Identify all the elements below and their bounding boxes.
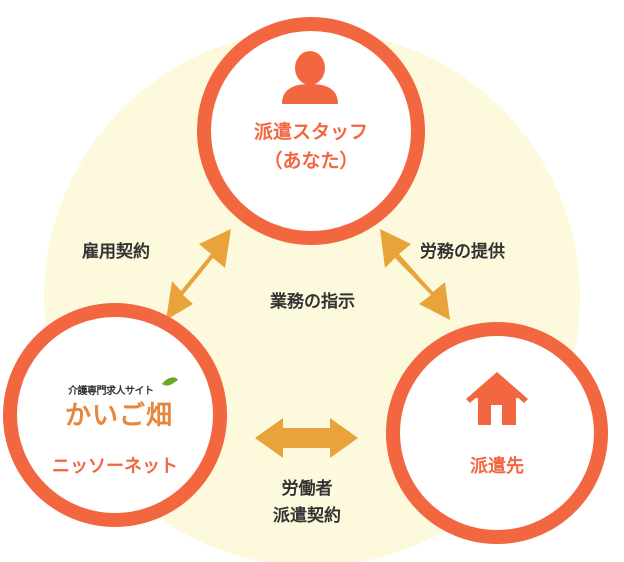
- arrow-labor-provision: [380, 229, 450, 320]
- house-icon: [466, 372, 528, 425]
- label-dispatch-contract-line2: 派遣契約: [273, 506, 341, 526]
- person-icon: [282, 51, 338, 104]
- label-labor-provision: 労務の提供: [420, 242, 505, 262]
- label-employment-contract: 雇用契約: [82, 242, 150, 262]
- label-dispatch-contract-line1: 労働者: [281, 479, 333, 499]
- client-name: 派遣先: [470, 456, 524, 477]
- arrow-employment: [166, 229, 231, 320]
- staff-ring: [197, 17, 425, 245]
- client-ring: [386, 322, 608, 544]
- leaf-icon: [162, 377, 178, 386]
- logo-name: かいご畑: [65, 401, 174, 431]
- logo-tagline: 介護専門求人サイト: [68, 386, 154, 397]
- agency-ring: [3, 303, 227, 527]
- arrow-dispatch-contract: [255, 418, 358, 458]
- staff-name: 派遣スタッフ: [253, 121, 368, 143]
- agency-name: ニッソーネット: [52, 456, 178, 477]
- label-work-instruction: 業務の指示: [270, 292, 355, 312]
- staff-note: （あなた）: [263, 150, 359, 172]
